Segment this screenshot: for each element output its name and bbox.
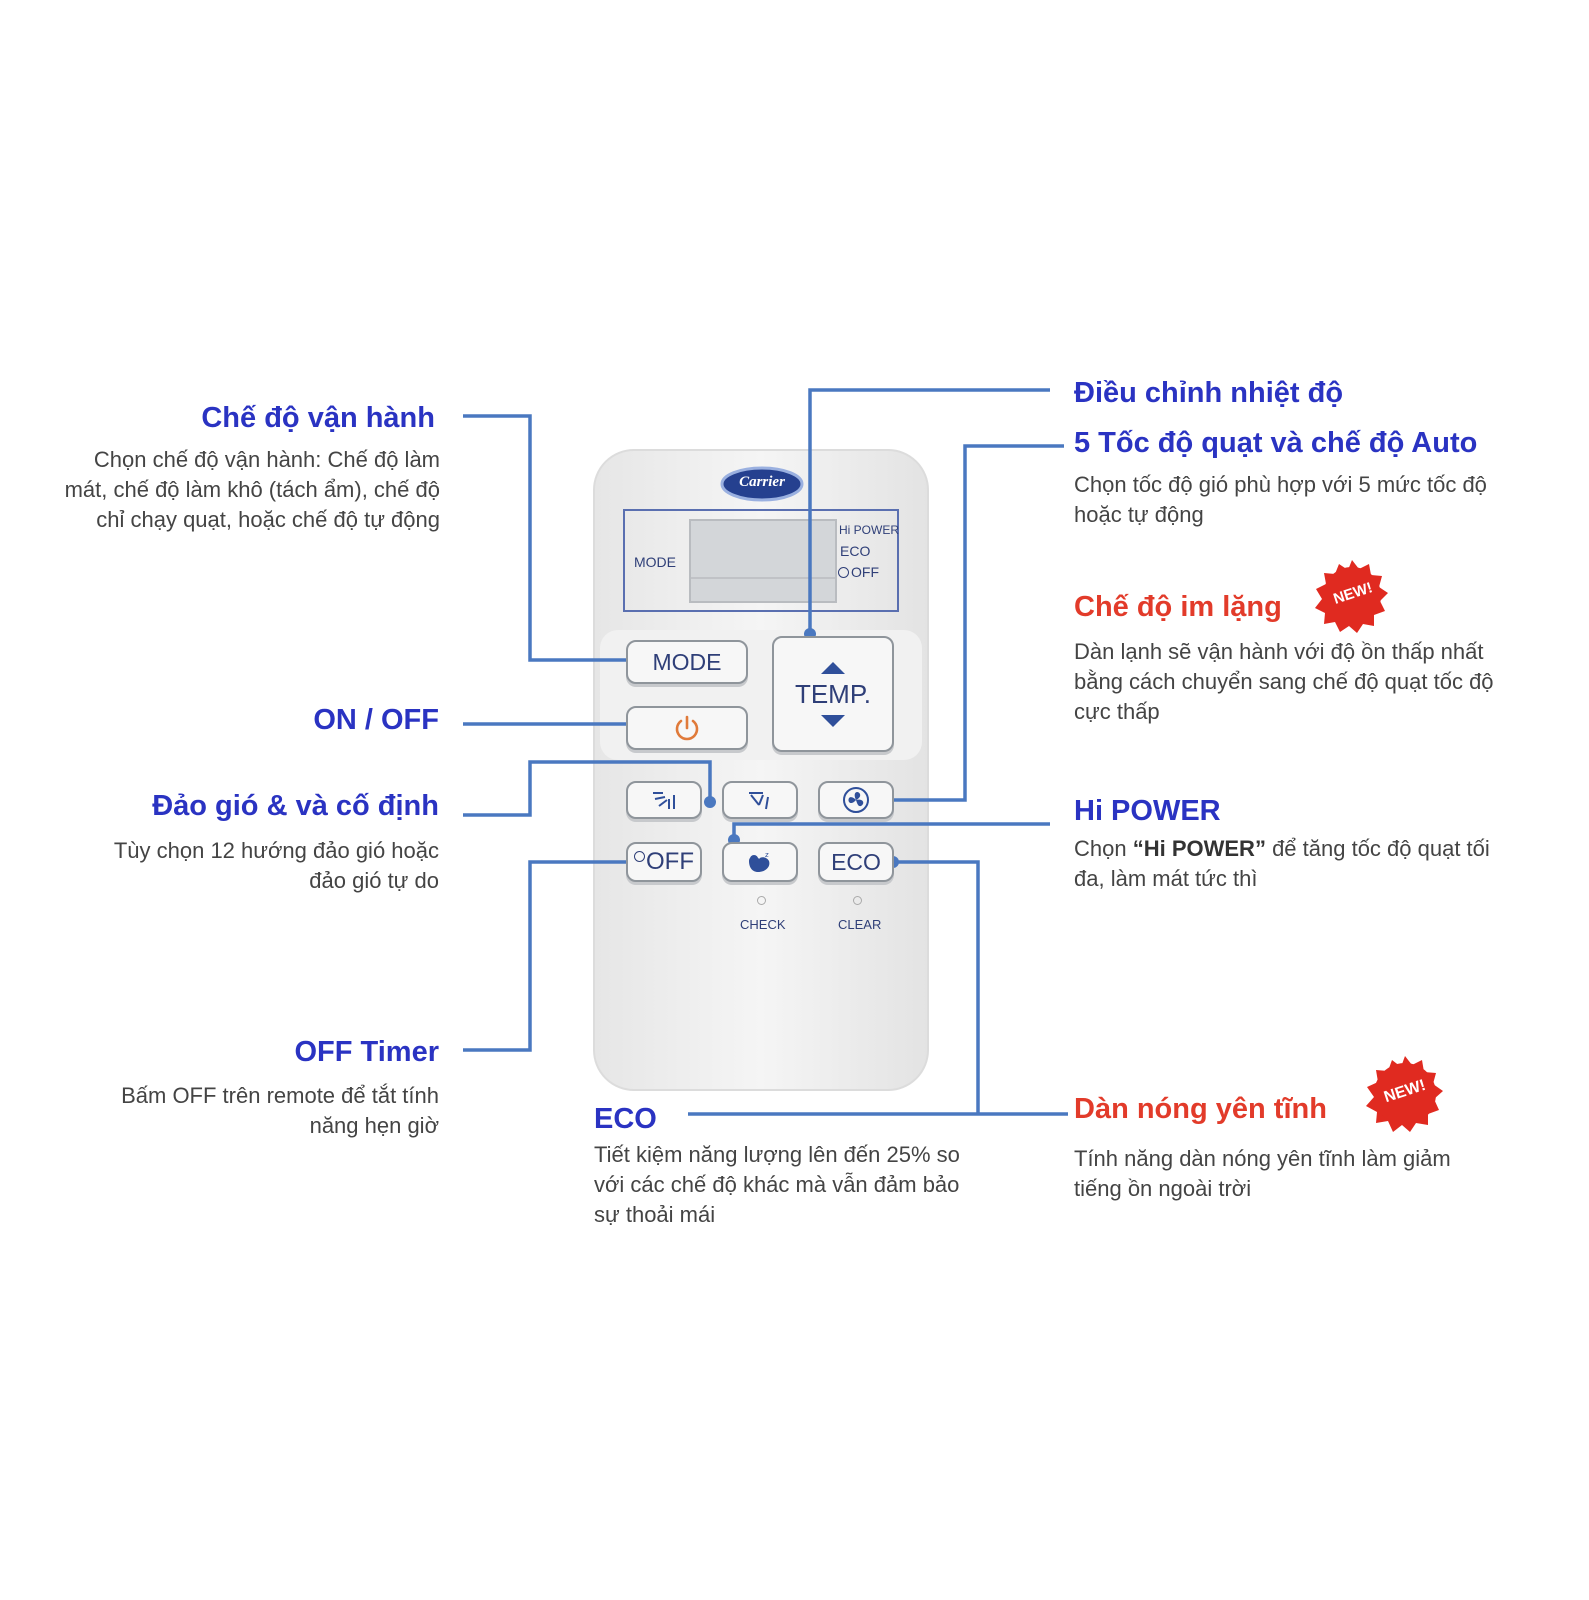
leader-lines (463, 388, 1068, 1116)
carrier-logo (720, 466, 804, 502)
display-mode-label: MODE (634, 554, 676, 570)
operating-mode-description: Chọn chế độ vận hành: Chế độ làm mát, ch… (0, 445, 440, 535)
display-eco-label: ECO (840, 543, 871, 559)
eco-button[interactable]: ECO (818, 842, 894, 882)
eco-line-2: với các chế độ khác mà vẫn đảm bảo (594, 1172, 960, 1197)
svg-text:z: z (765, 851, 769, 859)
brand-logo-text: Carrier (739, 474, 785, 490)
temperature-title: Điều chỉnh nhiệt độ (1074, 377, 1344, 409)
temp-button-label: TEMP. (794, 678, 872, 709)
new-badge-quiet-outdoor (1366, 1056, 1443, 1132)
quiet-outdoor-line-2: tiếng ồn ngoài trời (1074, 1176, 1252, 1201)
timer-clock-icon (634, 850, 645, 862)
swing-description: Tùy chọn 12 hướng đảo gió hoặc đảo gió t… (0, 836, 439, 896)
operating-mode-line-3: chỉ chạy quạt, hoặc chế độ tự động (96, 507, 440, 532)
off-timer-line-2: năng hẹn giờ (309, 1113, 439, 1138)
on-off-title: ON / OFF (313, 704, 439, 736)
operating-mode-line-2: mát, chế độ làm khô (tách ẩm), chế độ (64, 477, 440, 502)
power-icon (675, 715, 699, 741)
display-off-timer: OFF (838, 564, 879, 580)
hi-power-title: Hi POWER (1074, 795, 1221, 827)
hi-power-line-1-prefix: Chọn (1074, 836, 1133, 861)
silent-bird-icon: z (749, 851, 770, 872)
hi-power-description: Chọn “Hi POWER” để tăng tốc độ quạt tối … (1074, 834, 1574, 894)
quiet-outdoor-description: Tính năng dàn nóng yên tĩnh làm giảm tiế… (1074, 1144, 1574, 1204)
clear-hole[interactable] (853, 896, 862, 905)
hi-power-line-1-bold: “Hi POWER” (1132, 836, 1266, 861)
check-hole[interactable] (757, 896, 766, 905)
operating-mode-line-1: Chọn chế độ vận hành: Chế độ làm (93, 447, 440, 472)
eco-title: ECO (594, 1103, 657, 1135)
power-button[interactable] (626, 706, 748, 750)
swing-vertical-button[interactable] (722, 781, 798, 819)
swing-title: Đảo gió & và cố định (152, 790, 439, 822)
operating-mode-title: Chế độ vận hành (201, 402, 435, 434)
swing-line-2: đảo gió tự do (309, 868, 439, 893)
leader-operating-mode (463, 414, 636, 662)
hi-power-line-2: đa, làm mát tức thì (1074, 866, 1258, 891)
off-timer-title: OFF Timer (294, 1036, 440, 1068)
off-timer-description: Bấm OFF trên remote để tắt tính năng hẹn… (0, 1081, 439, 1141)
silent-mode-button[interactable]: z (722, 842, 798, 882)
leader-eco-button (893, 860, 980, 1114)
silent-mode-line-2: bằng cách chuyển sang chế độ quạt tốc độ (1074, 669, 1494, 694)
hi-power-line-1: Chọn “Hi POWER” để tăng tốc độ quạt tối (1074, 834, 1574, 864)
silent-mode-description: Dàn lạnh sẽ vận hành với độ ồn thấp nhất… (1074, 637, 1574, 727)
fan-icon (843, 787, 869, 813)
check-label: CHECK (740, 917, 786, 932)
quiet-outdoor-title: Dàn nóng yên tĩnh (1074, 1093, 1327, 1125)
fan-speed-title: 5 Tốc độ quạt và chế độ Auto (1074, 427, 1478, 459)
swing-horizontal-button[interactable] (626, 781, 702, 819)
swing-vertical-icon (749, 792, 769, 810)
off-timer-button-label: OFF (646, 848, 694, 875)
leader-temperature (808, 388, 1050, 634)
hi-power-line-1-suffix: để tăng tốc độ quạt tối (1265, 836, 1490, 861)
leader-off-timer (463, 860, 636, 1052)
swing-line-1: Tùy chọn 12 hướng đảo gió hoặc (113, 838, 439, 863)
fan-speed-line-2: hoặc tự động (1074, 502, 1204, 527)
clock-icon (838, 566, 849, 578)
display-hi-power-label: Hi POWER (839, 523, 899, 537)
fan-speed-line-1: Chọn tốc độ gió phù hợp với 5 mức tốc độ (1074, 472, 1487, 497)
silent-mode-title: Chế độ im lặng (1074, 591, 1282, 623)
off-timer-button[interactable]: OFF (626, 842, 702, 882)
new-badge-silent (1315, 560, 1388, 633)
temp-button[interactable]: TEMP. (772, 636, 894, 752)
clear-label: CLEAR (838, 917, 882, 932)
eco-button-label: ECO (831, 848, 881, 875)
mode-button[interactable]: MODE (626, 640, 748, 684)
eco-line-3: sự thoải mái (594, 1202, 716, 1227)
leader-swing (463, 760, 712, 817)
eco-line-1: Tiết kiệm năng lượng lên đến 25% so (594, 1142, 960, 1167)
leader-fan-speed (880, 444, 1064, 802)
fan-speed-button[interactable] (818, 781, 894, 819)
eco-description: Tiết kiệm năng lượng lên đến 25% so với … (594, 1140, 1034, 1230)
mode-button-label: MODE (652, 648, 722, 675)
temp-down-arrow-icon[interactable] (820, 714, 846, 728)
lcd-screen (689, 519, 837, 603)
swing-horizontal-icon (653, 792, 675, 809)
display-off-label: OFF (851, 564, 879, 580)
display-frame (623, 509, 899, 612)
fan-speed-description: Chọn tốc độ gió phù hợp với 5 mức tốc độ… (1074, 470, 1574, 530)
temp-up-arrow-icon[interactable] (820, 661, 846, 675)
off-timer-line-1: Bấm OFF trên remote để tắt tính (121, 1083, 439, 1108)
silent-mode-line-1: Dàn lạnh sẽ vận hành với độ ồn thấp nhất (1074, 639, 1484, 664)
quiet-outdoor-line-1: Tính năng dàn nóng yên tĩnh làm giảm (1074, 1146, 1451, 1171)
silent-mode-line-3: cực thấp (1074, 699, 1160, 724)
